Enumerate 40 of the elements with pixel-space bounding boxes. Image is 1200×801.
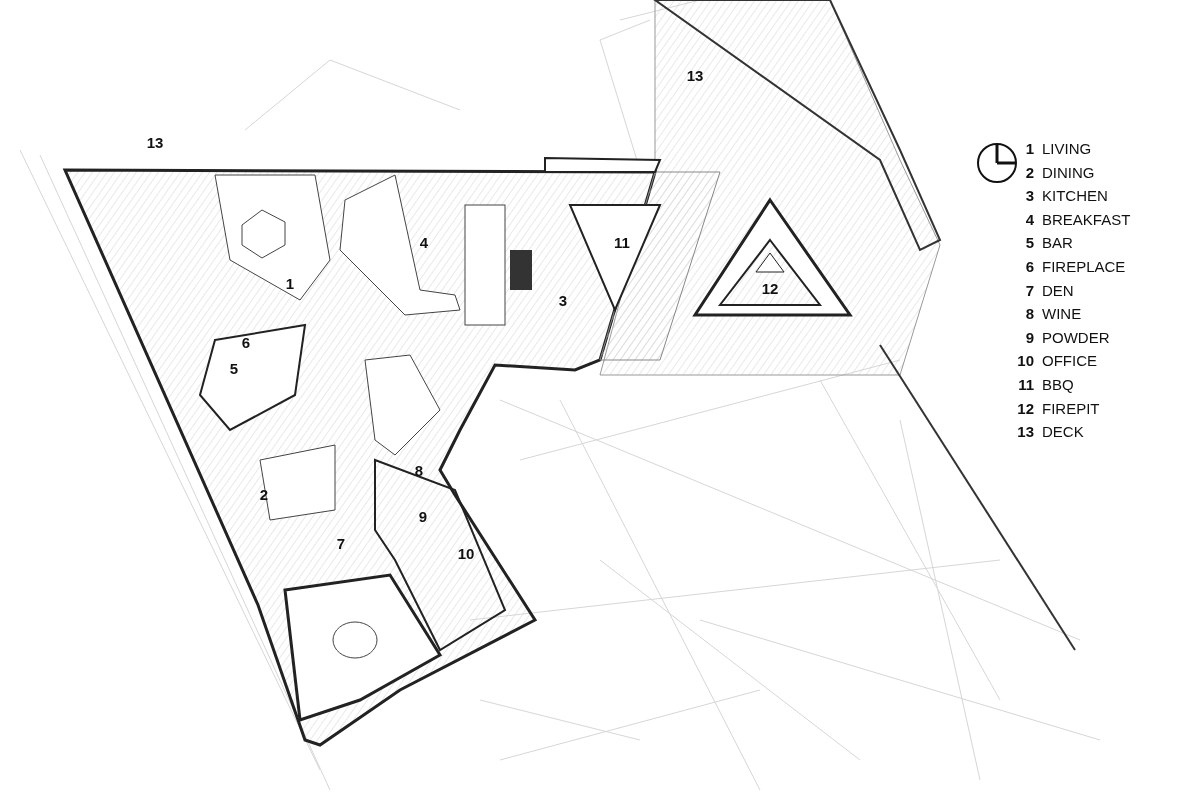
- legend-number: 12: [1016, 400, 1034, 416]
- room-number: 13: [146, 134, 164, 150]
- legend-room-name: POWDER: [1042, 329, 1110, 345]
- legend-number: 6: [1024, 259, 1034, 274]
- legend-room-name: WINE: [1042, 306, 1082, 322]
- legend-number: 13: [1016, 424, 1034, 440]
- legend-number: 3: [1024, 188, 1034, 204]
- legend-room-name: FIREPLACE: [1042, 259, 1126, 274]
- room-number: 1: [285, 275, 295, 291]
- room-number: 8: [414, 462, 424, 478]
- room-number: 4: [419, 234, 429, 250]
- legend-number: 5: [1024, 235, 1034, 251]
- legend-number: 4: [1024, 211, 1034, 227]
- room-number: 2: [259, 486, 269, 502]
- room-number: 13: [686, 67, 704, 83]
- room-number: 5: [229, 360, 239, 376]
- legend-number: 7: [1024, 282, 1034, 298]
- legend-room-name: LIVING: [1042, 141, 1092, 156]
- legend-number: 2: [1024, 164, 1034, 180]
- legend-room-name: FIREPIT: [1042, 400, 1100, 416]
- legend-number: 10: [1016, 353, 1034, 369]
- room-number: 12: [761, 280, 779, 296]
- legend-number: 8: [1024, 306, 1034, 322]
- legend-number: 9: [1024, 329, 1034, 345]
- legend-room-name: KITCHEN: [1042, 188, 1108, 204]
- legend-room-name: BBQ: [1042, 377, 1074, 392]
- room-number: 10: [457, 545, 475, 561]
- legend-room-name: BAR: [1042, 235, 1073, 251]
- legend-room-name: BREAKFAST: [1042, 211, 1131, 227]
- room-number: 11: [614, 234, 630, 250]
- legend-number: 11: [1017, 377, 1034, 392]
- room-number: 9: [418, 508, 428, 524]
- legend-room-name: DECK: [1042, 424, 1084, 440]
- room-number: 7: [336, 535, 346, 551]
- room-number: 6: [241, 334, 251, 350]
- legend-room-name: DEN: [1042, 282, 1074, 298]
- legend-room-name: OFFICE: [1042, 353, 1097, 369]
- legend-number: 1: [1024, 141, 1034, 156]
- room-number: 3: [558, 292, 568, 308]
- legend-room-name: DINING: [1042, 164, 1095, 180]
